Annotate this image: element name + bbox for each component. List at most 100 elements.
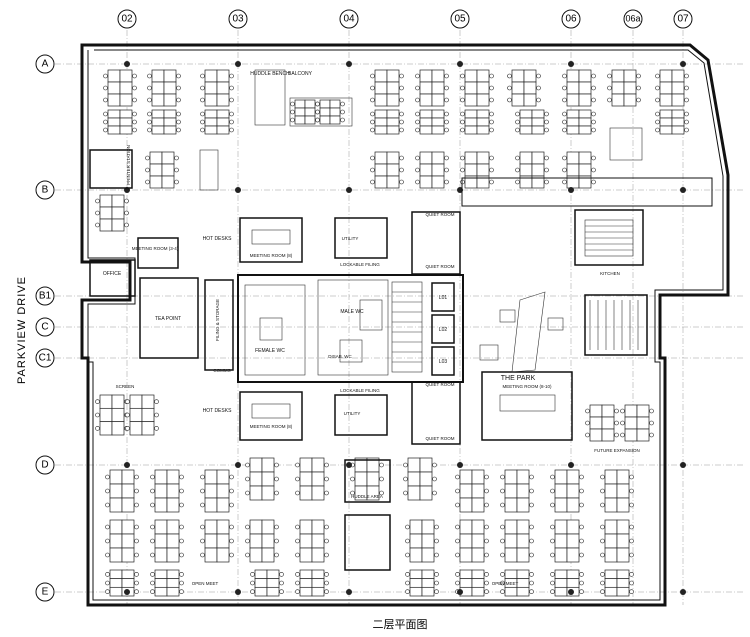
label-tea-point: TEA POINT bbox=[155, 316, 181, 322]
workstation-cluster bbox=[562, 69, 596, 107]
workstation-cluster bbox=[655, 109, 689, 135]
svg-text:05: 05 bbox=[454, 14, 466, 25]
workstation-cluster bbox=[147, 69, 181, 107]
workstation-cluster bbox=[500, 469, 534, 513]
svg-text:D: D bbox=[41, 460, 48, 471]
workstation-cluster bbox=[295, 569, 329, 597]
workstation-cluster bbox=[150, 519, 184, 563]
label-hot-desks-bottom: HOT DESKS bbox=[203, 408, 232, 414]
svg-text:C1: C1 bbox=[39, 353, 52, 364]
workstation-cluster bbox=[145, 151, 179, 189]
workstation-cluster bbox=[250, 569, 284, 597]
structural-column bbox=[235, 187, 241, 193]
workstation-cluster bbox=[150, 469, 184, 513]
workstation-cluster bbox=[655, 69, 689, 107]
grid-bubble-A: A bbox=[35, 54, 55, 74]
svg-text:B: B bbox=[42, 185, 49, 196]
workstation-cluster bbox=[405, 569, 439, 597]
workstation-cluster bbox=[415, 109, 449, 135]
structural-column bbox=[680, 61, 686, 67]
structural-column bbox=[457, 61, 463, 67]
label-balcony: BALCONY bbox=[288, 71, 313, 77]
label-printer-station: PRINTER STATION bbox=[126, 145, 131, 185]
workstation-cluster bbox=[562, 151, 596, 189]
workstation-cluster bbox=[607, 69, 641, 107]
label-meeting-room-bottom: MEETING ROOM (8-10) bbox=[502, 384, 552, 389]
structural-column bbox=[235, 61, 241, 67]
svg-text:07: 07 bbox=[677, 14, 689, 25]
structural-column bbox=[568, 61, 574, 67]
workstation-cluster bbox=[150, 569, 184, 597]
workstation-cluster bbox=[105, 469, 139, 513]
workstation-cluster bbox=[200, 69, 234, 107]
svg-text:B1: B1 bbox=[39, 291, 52, 302]
workstation-cluster bbox=[200, 469, 234, 513]
workstation-cluster bbox=[585, 404, 619, 442]
central-core bbox=[237, 274, 464, 383]
label-kitchen: KITCHEN bbox=[600, 271, 620, 276]
workstation-cluster bbox=[200, 519, 234, 563]
label-screen: SCREEN bbox=[116, 384, 135, 389]
structural-column bbox=[124, 462, 130, 468]
label-quiet-room-4: QUIET ROOM bbox=[426, 436, 455, 441]
structural-column bbox=[568, 589, 574, 595]
structural-column bbox=[346, 61, 352, 67]
svg-text:03: 03 bbox=[232, 14, 244, 25]
label-male-wc: MALE WC bbox=[340, 309, 364, 315]
svg-text:06a: 06a bbox=[625, 13, 640, 23]
workstation-cluster bbox=[403, 457, 437, 501]
row-bubbles: A B B1 C C1 D E bbox=[35, 54, 55, 602]
label-the-park: THE PARK bbox=[501, 375, 536, 382]
workstation-cluster bbox=[600, 469, 634, 513]
workstation-cluster bbox=[460, 109, 494, 135]
grid-bubble-E: E bbox=[35, 582, 55, 602]
svg-text:E: E bbox=[42, 587, 49, 598]
grid-bubble-03: 03 bbox=[228, 9, 248, 29]
workstation-cluster bbox=[95, 194, 129, 232]
structural-column bbox=[568, 187, 574, 193]
workstation-cluster bbox=[245, 519, 279, 563]
workstation-cluster bbox=[500, 569, 534, 597]
structural-column bbox=[346, 589, 352, 595]
workstation-cluster bbox=[550, 519, 584, 563]
street-label: PARKVIEW DRIVE bbox=[16, 276, 28, 384]
workstation-cluster bbox=[105, 519, 139, 563]
workstation-cluster bbox=[460, 151, 494, 189]
workstation-cluster bbox=[315, 99, 345, 125]
plan-caption: 二层平面图 bbox=[373, 618, 428, 631]
grid-bubble-02: 02 bbox=[117, 9, 137, 29]
workstation-cluster bbox=[405, 519, 439, 563]
workstation-clusters bbox=[95, 69, 689, 597]
label-quiet-room-1: QUIET ROOM bbox=[426, 212, 455, 217]
grid-bubble-06a: 06a bbox=[623, 9, 643, 29]
grid-bubble-B1: B1 bbox=[35, 286, 55, 306]
label-lockable-filing-bottom: LOCKABLE FILING bbox=[340, 388, 380, 393]
label-quiet-room-3: QUIET ROOM bbox=[426, 382, 455, 387]
structural-column bbox=[457, 462, 463, 468]
structural-column bbox=[235, 462, 241, 468]
workstation-cluster bbox=[370, 69, 404, 107]
grid-bubble-07: 07 bbox=[673, 9, 693, 29]
structural-column bbox=[124, 589, 130, 595]
grid-bubble-C: C bbox=[35, 317, 55, 337]
workstation-cluster bbox=[455, 519, 489, 563]
structural-column bbox=[680, 589, 686, 595]
grid-bubble-05: 05 bbox=[450, 9, 470, 29]
workstation-cluster bbox=[295, 457, 329, 501]
svg-text:C: C bbox=[41, 322, 48, 333]
label-meeting-room-top: MEETING ROOM (3-4) bbox=[132, 246, 179, 251]
workstation-cluster bbox=[600, 569, 634, 597]
workstation-cluster bbox=[415, 69, 449, 107]
workstation-cluster bbox=[103, 109, 137, 135]
workstation-cluster bbox=[147, 109, 181, 135]
svg-text:06: 06 bbox=[565, 14, 577, 25]
workstation-cluster bbox=[370, 109, 404, 135]
workstation-cluster bbox=[515, 151, 549, 189]
label-meeting-room-mid-bottom: MEETING ROOM (8) bbox=[250, 424, 293, 429]
label-filing-storage: FILING & STORAGE bbox=[215, 299, 220, 341]
label-lift-1: L01 bbox=[439, 295, 448, 301]
workstation-cluster bbox=[295, 519, 329, 563]
label-disabled-wc: DISAB. WC bbox=[328, 354, 352, 359]
workstation-cluster bbox=[562, 109, 596, 135]
workstation-cluster bbox=[200, 109, 234, 135]
